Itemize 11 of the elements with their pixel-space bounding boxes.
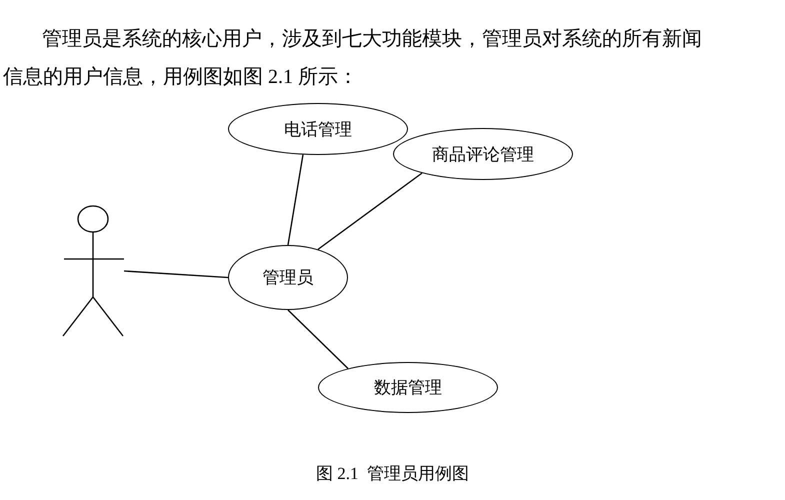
body-paragraph: 管理员是系统的核心用户，涉及到七大功能模块，管理员对系统的所有新闻信息的用户信息，用例图如图 2.1 所示：	[3, 27, 703, 90]
use-case-ellipse: 数据管理	[318, 362, 498, 413]
use-case-ellipse: 商品评论管理	[393, 128, 573, 180]
association-line	[124, 270, 228, 278]
use-case-ellipse: 管理员	[228, 245, 348, 310]
figure-caption: 图 2.1 管理员用例图	[316, 463, 469, 485]
association-line	[287, 154, 304, 246]
stick-figure	[62, 203, 125, 337]
association-line	[288, 310, 348, 369]
use-case-ellipse: 电话管理	[228, 103, 408, 155]
association-line	[318, 172, 422, 250]
